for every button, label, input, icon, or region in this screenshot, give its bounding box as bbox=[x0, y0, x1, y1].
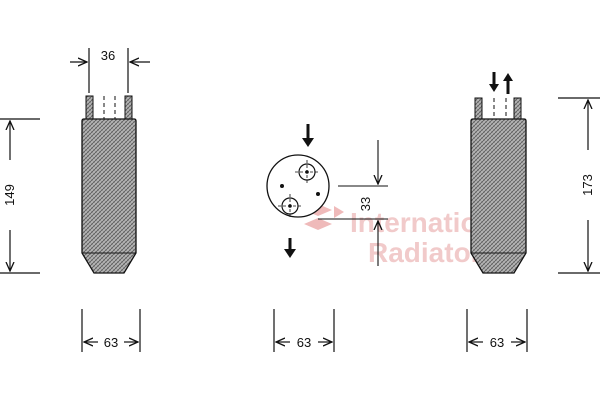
dimension-port-offset: 33 bbox=[358, 197, 373, 211]
mount-dot-right bbox=[316, 192, 320, 196]
right-height-dimension bbox=[558, 97, 600, 274]
flow-down-arrow-icon bbox=[489, 72, 499, 92]
inlet-arrow-icon bbox=[302, 124, 314, 147]
middle-base-dimension bbox=[273, 309, 335, 352]
right-fittings bbox=[474, 97, 522, 120]
outlet-arrow-icon bbox=[284, 238, 296, 258]
port-lower bbox=[278, 194, 302, 218]
dimension-base-left: 63 bbox=[104, 335, 118, 350]
left-body bbox=[81, 118, 137, 274]
left-top-dimension bbox=[70, 48, 150, 93]
left-base-dimension bbox=[81, 309, 141, 352]
dimension-base-middle: 63 bbox=[297, 335, 311, 350]
right-view: 173 63 bbox=[466, 72, 600, 352]
dimension-top-width: 36 bbox=[101, 48, 115, 63]
dimension-left-height: 149 bbox=[2, 184, 17, 206]
middle-view: 33 63 bbox=[266, 124, 388, 352]
dimension-base-right: 63 bbox=[490, 335, 504, 350]
right-body bbox=[470, 118, 527, 274]
mount-dot-left bbox=[280, 184, 284, 188]
right-base-dimension bbox=[466, 309, 528, 352]
port-upper bbox=[295, 160, 319, 184]
middle-offset-dimension bbox=[318, 140, 388, 266]
left-view: 36 149 63 bbox=[0, 48, 150, 352]
dimension-right-height: 173 bbox=[580, 174, 595, 196]
left-height-dimension bbox=[0, 118, 40, 274]
flow-up-arrow-icon bbox=[503, 73, 513, 94]
left-fittings bbox=[85, 95, 133, 120]
